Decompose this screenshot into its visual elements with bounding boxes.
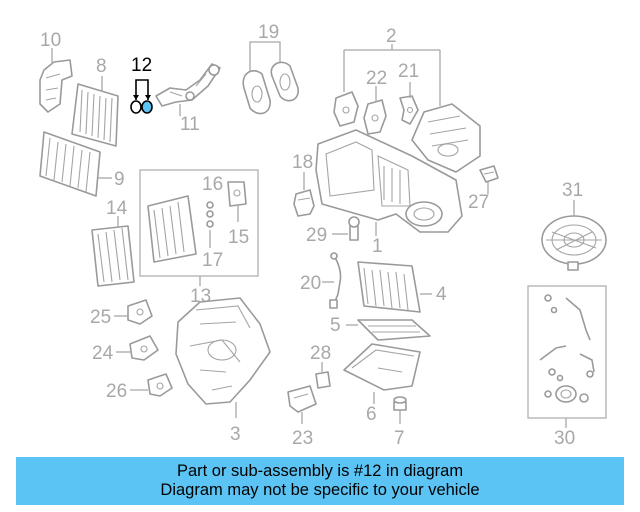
part-11-pipe[interactable] bbox=[155, 63, 221, 107]
leader-12 bbox=[133, 79, 151, 100]
part-24-actuator[interactable] bbox=[129, 335, 159, 361]
callout-15[interactable]: 15 bbox=[228, 227, 249, 248]
callout-22[interactable]: 22 bbox=[366, 68, 387, 89]
info-banner: Part or sub-assembly is #12 in diagram D… bbox=[16, 457, 624, 505]
callout-4[interactable]: 4 bbox=[436, 284, 447, 305]
part-31-blower-motor[interactable] bbox=[541, 215, 607, 271]
callout-2[interactable]: 2 bbox=[386, 26, 397, 47]
callout-23[interactable]: 23 bbox=[292, 428, 313, 449]
part-16-o-ring[interactable] bbox=[206, 201, 214, 228]
part-10-bracket[interactable] bbox=[39, 59, 73, 113]
o-ring-right bbox=[141, 100, 153, 114]
part-13-kit-box bbox=[139, 169, 259, 277]
callout-3[interactable]: 3 bbox=[230, 424, 241, 445]
leader-19 bbox=[249, 41, 281, 72]
part-9-heater-core[interactable] bbox=[39, 131, 101, 197]
callout-1[interactable]: 1 bbox=[372, 236, 383, 257]
callout-30[interactable]: 30 bbox=[554, 428, 575, 449]
part-14-cabin-filter[interactable] bbox=[91, 225, 135, 287]
callout-16[interactable]: 16 bbox=[202, 174, 223, 195]
part-12-o-rings[interactable] bbox=[130, 100, 153, 114]
callout-20[interactable]: 20 bbox=[300, 273, 321, 294]
leader-2 bbox=[343, 49, 441, 106]
part-18-sensor[interactable] bbox=[293, 189, 315, 217]
callout-26[interactable]: 26 bbox=[106, 381, 127, 402]
part-1-heater-housing[interactable] bbox=[315, 129, 463, 233]
part-3-blower-housing[interactable] bbox=[175, 297, 271, 405]
callout-28[interactable]: 28 bbox=[310, 343, 331, 364]
callout-24[interactable]: 24 bbox=[92, 343, 114, 364]
callout-9[interactable]: 9 bbox=[114, 169, 125, 190]
callout-18[interactable]: 18 bbox=[292, 152, 313, 173]
part-26-actuator[interactable] bbox=[147, 373, 173, 397]
part-8-evaporator[interactable] bbox=[71, 83, 119, 147]
callout-5[interactable]: 5 bbox=[330, 315, 341, 336]
part-4-filter[interactable] bbox=[357, 261, 421, 313]
callout-27[interactable]: 27 bbox=[468, 192, 489, 213]
callout-17[interactable]: 17 bbox=[202, 250, 223, 271]
part-19-seals[interactable] bbox=[242, 61, 299, 115]
part-2-actuator-left[interactable] bbox=[333, 91, 359, 127]
part-21-lever[interactable] bbox=[399, 95, 419, 125]
parts-diagram: 10 8 9 12 11 19 2 bbox=[39, 22, 607, 449]
part-6-tray[interactable] bbox=[343, 343, 421, 391]
part-5-duct[interactable] bbox=[357, 319, 431, 341]
callout-11[interactable]: 11 bbox=[180, 114, 200, 135]
callout-7[interactable]: 7 bbox=[394, 428, 405, 449]
part-30-hardware-kit[interactable] bbox=[539, 294, 595, 403]
part-7-grommet[interactable] bbox=[393, 396, 407, 411]
part-23-actuator[interactable] bbox=[287, 385, 317, 413]
o-ring-left bbox=[130, 100, 142, 114]
banner-line-part: Part or sub-assembly is #12 in diagram bbox=[176, 462, 464, 480]
callout-19[interactable]: 19 bbox=[258, 22, 279, 43]
part-25-actuator[interactable] bbox=[127, 299, 153, 325]
banner-line-disclaimer: Diagram may not be specific to your vehi… bbox=[160, 481, 480, 499]
part-2-motor-unit[interactable] bbox=[411, 103, 481, 173]
part-27-clip[interactable] bbox=[479, 165, 499, 183]
part-22-actuator[interactable] bbox=[363, 99, 387, 135]
callout-21[interactable]: 21 bbox=[398, 61, 419, 82]
callout-29[interactable]: 29 bbox=[306, 225, 327, 246]
callout-12[interactable]: 12 bbox=[131, 55, 152, 76]
part-13-evaporator-kit[interactable] bbox=[147, 195, 197, 263]
part-30-kit-box bbox=[527, 285, 607, 419]
callout-25[interactable]: 25 bbox=[90, 307, 111, 328]
part-15-expansion-valve[interactable] bbox=[227, 181, 247, 207]
part-28-clip[interactable] bbox=[315, 371, 331, 389]
part-20-sensor-wire[interactable] bbox=[329, 252, 342, 309]
callout-31[interactable]: 31 bbox=[562, 180, 583, 201]
callout-14[interactable]: 14 bbox=[106, 198, 128, 219]
callout-8[interactable]: 8 bbox=[96, 56, 107, 77]
callout-6[interactable]: 6 bbox=[366, 404, 377, 425]
part-29-bolt[interactable] bbox=[348, 216, 360, 241]
callout-10[interactable]: 10 bbox=[40, 30, 61, 51]
